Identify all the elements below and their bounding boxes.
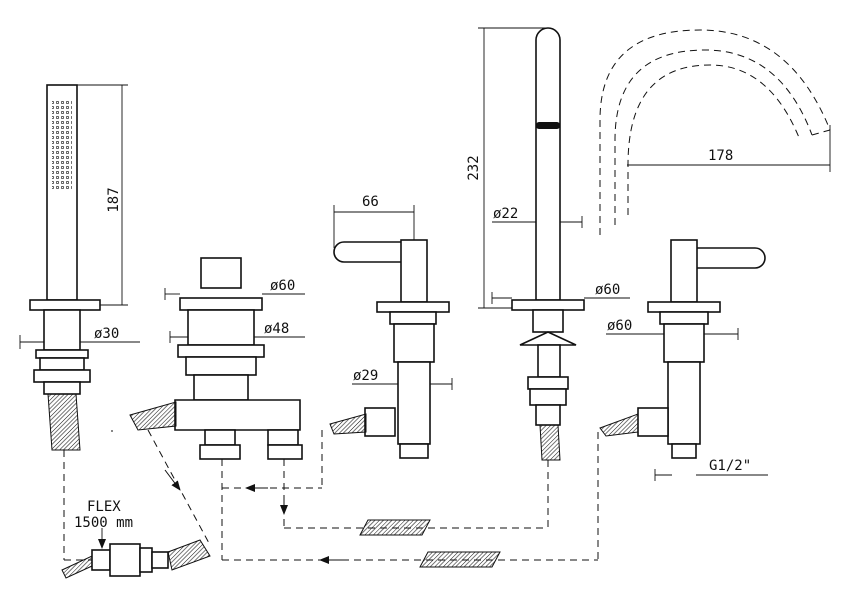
label-hand-shower-base-dia: ø30 <box>94 326 119 342</box>
label-flex-length: 1500 mm <box>74 515 133 531</box>
label-hand-shower-length: 187 <box>106 187 122 212</box>
dim-connection-thread: G1/2" <box>654 458 768 481</box>
spout-ghost-position <box>599 29 831 235</box>
label-valve-shank-dia: ø29 <box>353 368 378 384</box>
dim-spout-base: ø60 <box>491 282 630 304</box>
dim-valve-shank: ø29 <box>352 368 453 390</box>
hand-shower <box>29 84 101 560</box>
left-valve <box>321 239 450 488</box>
label-connection-thread: G1/2" <box>709 458 751 474</box>
dim-hand-shower-base: ø30 <box>19 326 140 349</box>
spout <box>511 27 585 528</box>
dim-diverter-body: ø48 <box>169 321 305 343</box>
label-left-handle-reach: 66 <box>362 194 379 210</box>
label-diverter-top-dia: ø60 <box>270 278 295 294</box>
dim-right-valve-base: ø60 <box>606 318 739 340</box>
label-spout-reach: 178 <box>708 148 733 164</box>
right-valve <box>597 239 766 560</box>
label-flex-title: FLEX <box>87 499 121 515</box>
label-spout-base-dia: ø60 <box>595 282 620 298</box>
dim-diverter-top: ø60 <box>164 278 305 300</box>
diverter <box>129 257 322 560</box>
label-right-valve-base-dia: ø60 <box>607 318 632 334</box>
dim-left-handle-reach: 66 <box>333 194 415 248</box>
label-diverter-body-dia: ø48 <box>264 321 289 337</box>
flow-lines <box>111 430 598 568</box>
dim-spout-height: 232 <box>466 27 548 309</box>
label-spout-tube-dia: ø22 <box>493 206 518 222</box>
dim-spout-reach: 178 <box>627 125 831 172</box>
dim-hand-shower-length: 187 <box>77 84 128 306</box>
dim-spout-tube: ø22 <box>492 206 583 228</box>
label-spout-height: 232 <box>466 155 482 180</box>
flex-hose: FLEX 1500 mm <box>61 499 211 579</box>
